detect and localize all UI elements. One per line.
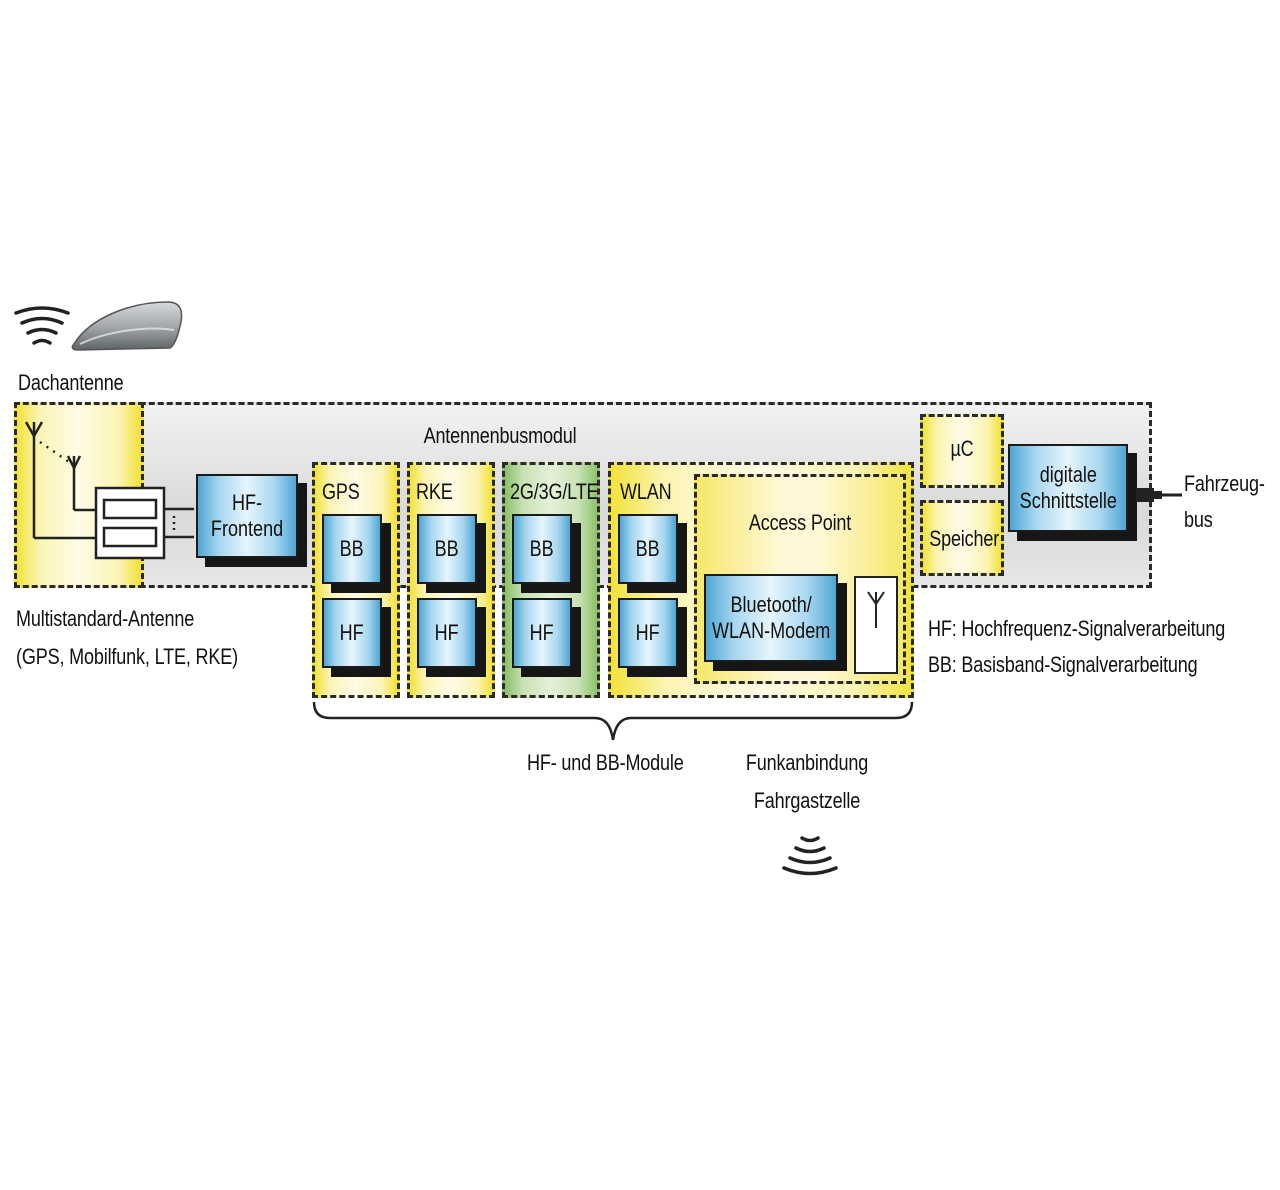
multistandard-label-line1: Multistandard-Antenne	[16, 606, 195, 631]
memory-box	[920, 500, 1004, 576]
rke-bb-label: BB	[434, 536, 460, 561]
vehicle-bus-connector-icon	[1136, 488, 1182, 502]
bluetooth-wlan-modem-label: Bluetooth/ WLAN-Modem	[711, 592, 831, 643]
wlan-hf-box: HF	[618, 598, 678, 668]
rke-hf-box: HF	[417, 598, 477, 668]
cellular-label: 2G/3G/LTE	[510, 479, 599, 504]
gps-label: GPS	[322, 479, 360, 504]
gps-hf-label: HF	[339, 620, 365, 645]
cabin-radio-label-line1: Funkanbindung	[745, 750, 869, 775]
memory-label: Speicher	[929, 526, 1000, 551]
access-point-label: Access Point	[748, 510, 852, 535]
gps-bb-label: BB	[339, 536, 365, 561]
rke-label: RKE	[416, 479, 453, 504]
cellular-bb-label: BB	[529, 536, 555, 561]
cellular-hf-box: HF	[512, 598, 572, 668]
roof-antenna-label: Dachantenne	[18, 370, 124, 395]
wlan-bb-box: BB	[618, 514, 678, 584]
cabin-radio-waves-icon	[782, 836, 838, 876]
legend-bb: BB: Basisband-Signalverarbeitung	[928, 652, 1198, 677]
microcontroller-box	[920, 414, 1004, 488]
cellular-hf-label: HF	[529, 620, 555, 645]
roof-radio-waves-icon	[14, 306, 70, 345]
cabin-radio-label-line2: Fahrgastzelle	[753, 788, 861, 813]
legend-hf: HF: Hochfrequenz-Signalverarbeitung	[928, 616, 1226, 641]
modules-label: HF- und BB-Module	[527, 750, 684, 775]
digital-interface-box: digitale Schnittstelle	[1008, 444, 1128, 532]
bluetooth-wlan-modem-box: Bluetooth/ WLAN-Modem	[704, 574, 838, 662]
hf-frontend-label: HF- Frontend	[210, 490, 284, 541]
vehicle-bus-label: Fahrzeug- bus	[1184, 471, 1265, 532]
shark-fin-antenna-icon	[71, 301, 183, 351]
wlan-hf-label: HF	[635, 620, 661, 645]
cellular-bb-box: BB	[512, 514, 572, 584]
antenna-icon	[24, 421, 194, 560]
hf-frontend-box: HF- Frontend	[196, 474, 298, 558]
rke-bb-box: BB	[417, 514, 477, 584]
wlan-bb-label: BB	[635, 536, 661, 561]
antenna-bus-module-label: Antennenbusmodul	[423, 423, 577, 448]
access-point-antenna-icon	[867, 591, 885, 628]
digital-interface-label: digitale Schnittstelle	[1019, 462, 1117, 513]
multistandard-label-line2: (GPS, Mobilfunk, LTE, RKE)	[16, 644, 238, 669]
gps-bb-box: BB	[322, 514, 382, 584]
gps-hf-box: HF	[322, 598, 382, 668]
wlan-label: WLAN	[620, 479, 672, 504]
microcontroller-label: µC	[950, 436, 974, 461]
rke-hf-label: HF	[434, 620, 460, 645]
modules-brace	[312, 701, 914, 741]
